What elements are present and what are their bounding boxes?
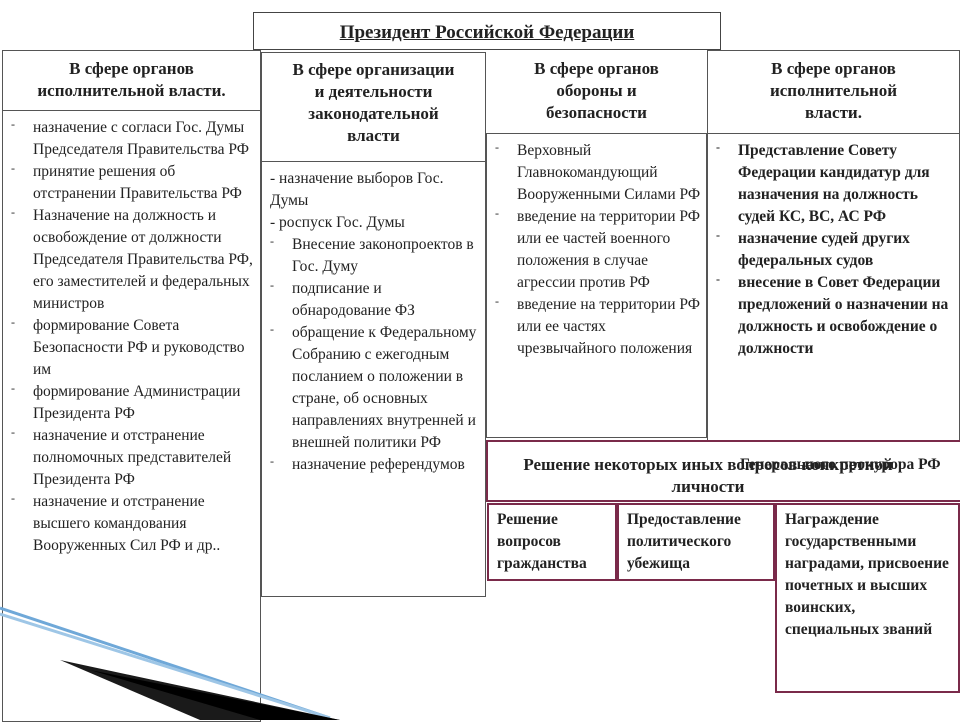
list-item: -Назначение на должность и освобождение … (11, 205, 256, 315)
list-item-text: Верховный Главнокомандующий Вооруженными… (517, 142, 700, 203)
bullet-marker: - (270, 274, 274, 296)
bullet-marker: - (11, 157, 15, 179)
list-item: - подписание и обнародование ФЗ (270, 278, 481, 322)
heading-line: исполнительной (708, 80, 959, 102)
list-item: - назначение и отстранение высшего коман… (11, 491, 256, 557)
overlapping-text: Генерального прокурора РФ (740, 455, 950, 475)
column-judicial-appointments: В сфере органов исполнительной власти. -… (707, 50, 960, 500)
column-heading: В сфере органов обороны и безопасности (486, 52, 707, 124)
list-item: -Верховный Главнокомандующий Вооруженным… (495, 140, 702, 206)
list-item: -Внесение законопроектов в Гос. Думу (270, 234, 481, 278)
heading-line: законодательной (262, 103, 485, 125)
list-item-text: назначение с согласи Гос. Думы Председат… (33, 119, 249, 158)
list-item-text: внесение в Совет Федерации предложений о… (738, 274, 948, 357)
bullet-marker: - (11, 113, 15, 135)
list-item: - назначение референдумов (270, 454, 481, 476)
bullet-marker: - (11, 377, 15, 399)
bullet-marker: - (495, 290, 499, 312)
list-item: - внесение в Совет Федерации предложений… (716, 272, 955, 360)
bullet-marker: - (495, 202, 499, 224)
list-item: - введение на территории РФ или ее часте… (495, 206, 702, 294)
list-item-text: Внесение законопроектов в Гос. Думу (292, 236, 474, 275)
list-item-text: Назначение на должность и освобождение о… (33, 207, 253, 312)
list-item-text: формирование Совета Безопасности РФ и ру… (33, 317, 245, 378)
column-defense-header: В сфере органов обороны и безопасности (486, 52, 707, 134)
list-item: - формирование Совета Безопасности РФ и … (11, 315, 256, 381)
list-item-text: назначение и отстранение высшего командо… (33, 493, 220, 554)
list-item: - назначение с согласи Гос. Думы Председ… (11, 117, 256, 161)
column-heading: В сфере органов исполнительной власти. (708, 51, 959, 134)
list-item-text: подписание и обнародование ФЗ (292, 280, 415, 319)
heading-line: В сфере органов (3, 58, 260, 80)
bullet-marker: - (495, 136, 499, 158)
power-list: - назначение выборов Гос. Думы - роспуск … (262, 162, 485, 476)
column-heading: В сфере органов исполнительной власти. (3, 51, 260, 111)
bullet-marker: - (11, 487, 15, 509)
heading-line: безопасности (486, 102, 707, 124)
bullet-marker: - (716, 224, 720, 246)
list-item: - роспуск Гос. Думы (270, 212, 481, 234)
list-item-text: Представление Совету Федерации кандидату… (738, 142, 930, 225)
list-item-text: назначение референдумов (292, 456, 465, 473)
list-item: - формирование Администрации Президента … (11, 381, 256, 425)
list-item-text: - роспуск Гос. Думы (270, 214, 405, 231)
bullet-marker: - (270, 318, 274, 340)
list-item: - обращение к Федеральному Собранию с еж… (270, 322, 481, 454)
bullet-marker: - (270, 450, 274, 472)
list-item: - введение на территории РФ или ее частя… (495, 294, 702, 360)
column-heading: В сфере организации и деятельности закон… (262, 53, 485, 147)
heading-line: власти (262, 125, 485, 147)
awards-box: Награждение государственными наградами, … (775, 503, 960, 693)
list-item: - назначение выборов Гос. Думы (270, 168, 481, 212)
heading-line: и деятельности (262, 81, 485, 103)
list-item: -Представление Совету Федерации кандидат… (716, 140, 955, 228)
heading-line: обороны и (486, 80, 707, 102)
decorative-stripes (0, 600, 340, 720)
column-defense-security: -Верховный Главнокомандующий Вооруженным… (486, 133, 707, 438)
list-item-text: назначение и отстранение полномочных пре… (33, 427, 231, 488)
list-item-text: обращение к Федеральному Собранию с ежег… (292, 324, 476, 451)
bullet-marker: - (11, 201, 15, 223)
list-item: - принятие решения об отстранении Правит… (11, 161, 256, 205)
list-item-text: - назначение выборов Гос. Думы (270, 170, 443, 209)
bullet-marker: - (11, 421, 15, 443)
heading-line: В сфере органов (486, 58, 707, 80)
power-list: - назначение с согласи Гос. Думы Председ… (3, 111, 260, 557)
citizenship-box: Решение вопросов гражданства (487, 503, 617, 581)
heading-line: В сфере организации (262, 59, 485, 81)
power-list: -Представление Совету Федерации кандидат… (708, 134, 959, 360)
asylum-box: Предоставление политического убежища (617, 503, 775, 581)
list-item-text: введение на территории РФ или ее частей … (517, 208, 700, 291)
list-item: - назначение и отстранение полномочных п… (11, 425, 256, 491)
bullet-marker: - (11, 311, 15, 333)
heading-line: В сфере органов (708, 58, 959, 80)
power-list: -Верховный Главнокомандующий Вооруженным… (487, 134, 706, 360)
column-legislative-power: - назначение выборов Гос. Думы - роспуск … (261, 161, 486, 597)
bullet-marker: - (270, 230, 274, 252)
list-item-text: введение на территории РФ или ее частях … (517, 296, 700, 357)
list-item: - назначение судей других федеральных су… (716, 228, 955, 272)
heading-line: власти. (708, 102, 959, 124)
list-item-text: формирование Администрации Президента РФ (33, 383, 240, 422)
list-item-text: назначение судей других федеральных судо… (738, 230, 910, 269)
column-legislative-header: В сфере организации и деятельности закон… (261, 52, 486, 161)
page-title: Президент Российской Федерации (253, 12, 721, 50)
heading-line: исполнительной власти. (3, 80, 260, 102)
bullet-marker: - (716, 268, 720, 290)
bullet-marker: - (716, 136, 720, 158)
list-item-text: принятие решения об отстранении Правител… (33, 163, 242, 202)
